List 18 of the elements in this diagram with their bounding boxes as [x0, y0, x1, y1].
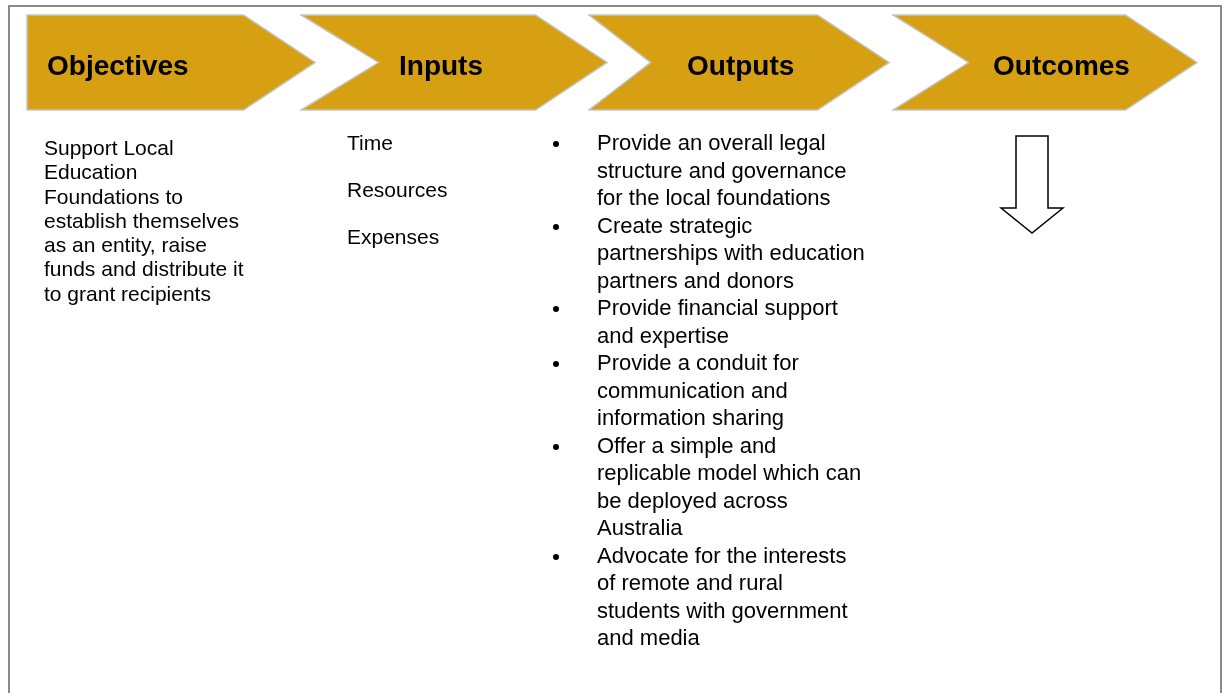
output-item: Create strategic partnerships with education partners and donors	[597, 211, 866, 294]
input-item: Resources	[347, 177, 448, 202]
input-item: Time	[347, 130, 394, 155]
output-item: Advocate for the interests of remote and rural students with government and media	[597, 541, 849, 652]
input-item: Expenses	[347, 224, 441, 249]
objective-text: Support Local Education Foundations to establish themselves as an entity, raise funds and distribute it to grant recipients	[44, 136, 245, 307]
chevron-shape	[300, 14, 608, 111]
stage-heading: Outputs	[687, 50, 795, 81]
output-item: Provide financial support and expertise	[597, 294, 839, 349]
chevron-shape	[588, 14, 890, 111]
output-item: Provide an overall legal structure and governance for the local foundations	[597, 129, 848, 212]
stage-heading: Outcomes	[993, 50, 1130, 81]
chevron-shape	[26, 14, 316, 111]
output-item: Offer a simple and replicable model which can be deployed across Australia	[597, 431, 863, 542]
stage-heading: Inputs	[399, 50, 483, 81]
output-item: Provide a conduit for communication and information sharing	[597, 349, 800, 432]
stage-heading: Objectives	[47, 50, 189, 81]
chevron-shape	[892, 14, 1198, 111]
